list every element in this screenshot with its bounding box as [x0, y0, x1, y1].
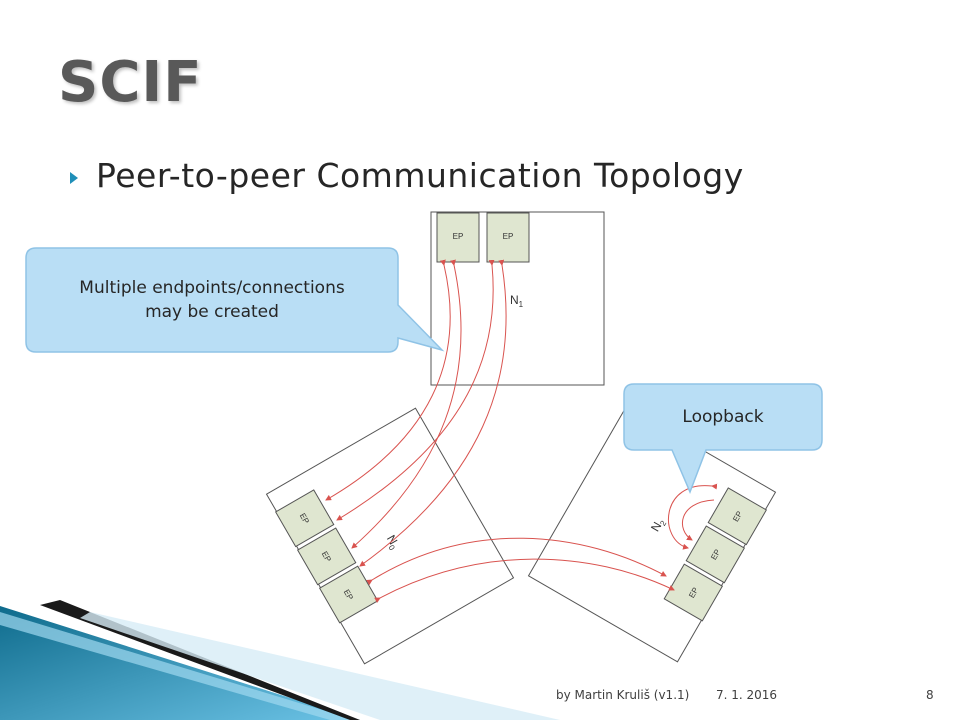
loopback-connection [667, 483, 718, 550]
callout-multiple-line1: Multiple endpoints/connections [79, 278, 345, 298]
node-n0: EP EP EP N0 [265, 407, 515, 665]
endpoint-label: EP [453, 232, 464, 241]
callout-loopback-text: Loopback [682, 407, 764, 427]
endpoint-n0-a: EP [274, 489, 335, 548]
footer-page-number: 8 [926, 688, 934, 702]
callout-multiple-line2: may be created [145, 302, 279, 322]
bullet-text: Peer-to-peer Communication Topology [96, 156, 744, 195]
node-label-n1: N1 [510, 293, 524, 309]
connections-n1-n0 [325, 259, 507, 567]
bullet-item: Peer-to-peer Communication Topology [70, 156, 744, 195]
footer-author: by Martin Kruliš (v1.1) [556, 688, 690, 702]
callout-multiple-endpoints: Multiple endpoints/connections may be cr… [26, 248, 398, 352]
node-label-sub: 2 [658, 519, 668, 528]
endpoint-n2-a: EP [707, 487, 768, 546]
connections-n0-n2 [366, 537, 675, 603]
slide-title: SCIF [58, 50, 203, 115]
callout-loopback-shape [623, 383, 823, 494]
node-n1: EP EP N1 [430, 211, 605, 386]
endpoint-label: EP [503, 232, 514, 241]
endpoint-n0-b: EP [296, 527, 357, 586]
endpoint-n2-c: EP [663, 563, 724, 622]
callout-loopback: Loopback [624, 384, 822, 450]
bullet-arrow-icon [70, 171, 78, 184]
endpoint-n1-a: EP [436, 212, 480, 263]
node-label-n2: N2 [648, 515, 669, 535]
node-label-sub: 1 [519, 300, 524, 309]
footer-date: 7. 1. 2016 [716, 688, 778, 702]
callout-multiple-endpoints-shape [25, 247, 445, 353]
node-label-main: N [510, 293, 519, 307]
endpoint-n1-b: EP [486, 212, 530, 263]
